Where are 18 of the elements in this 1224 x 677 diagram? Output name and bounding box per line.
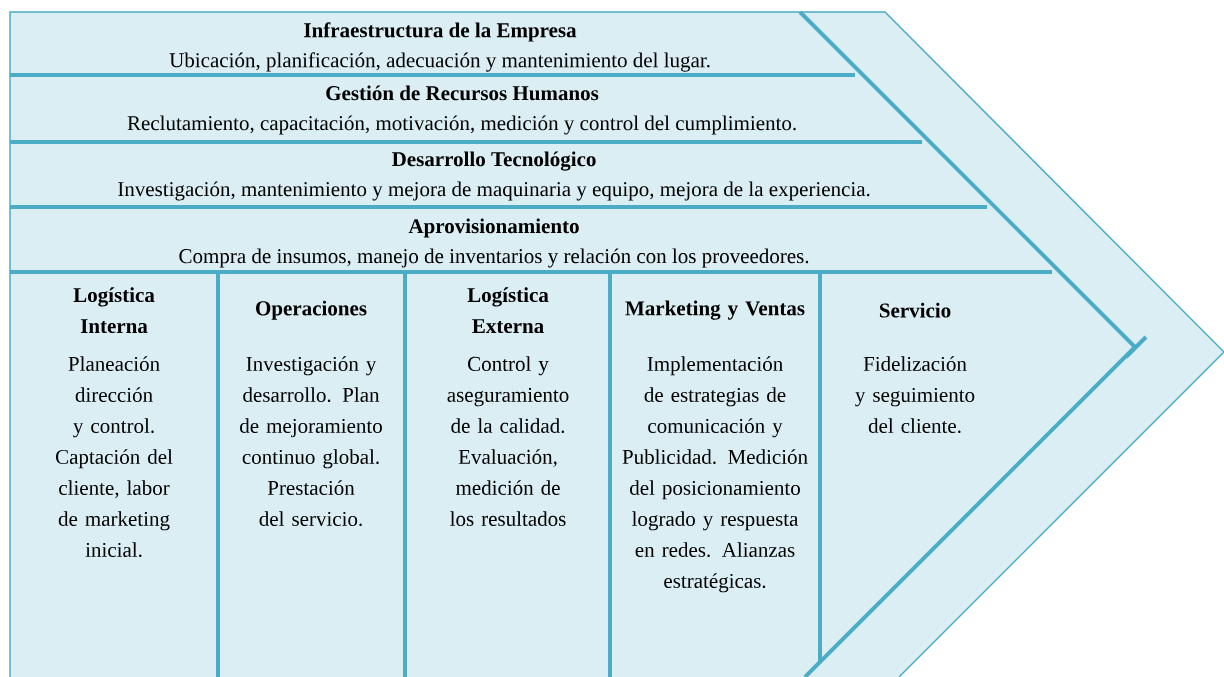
activity-description: Planeación dirección y control. Captación del cliente, labor de marketing inicial. [56, 356, 173, 558]
activity-heading: Infraestructura de la Empresa [304, 22, 577, 42]
activity-heading: Servicio [879, 302, 951, 318]
activity-description: Ubicación, planificación, adecuación y mantenimiento del lugar. [169, 52, 710, 72]
activity-heading: Logística Interna [73, 287, 155, 334]
activity-description: Investigación, mantenimiento y mejora de maquinaria y equipo, mejora de la experiencia. [118, 181, 870, 201]
activity-description: Investigación y desarrollo. Plan de mejoramiento continuo global. Prestación del servicio. [240, 356, 382, 527]
activity-heading: Gestión de Recursos Humanos [326, 85, 599, 101]
activity-description: Control y aseguramiento de la calidad. Evaluación, medición de los resultados [447, 356, 569, 526]
activity-description: Implementación de estrategias de comunicación y Publicidad. Medición del posicionamiento logrado y respuesta en redes. Alianzas estratégicas. [622, 356, 808, 593]
activity-heading: Aprovisionamiento [408, 218, 579, 238]
activity-heading: Operaciones [256, 300, 367, 320]
activity-description: Reclutamiento, capacitación, motivación, medición y control del cumplimiento. [127, 115, 796, 135]
activity-description: Fidelización y seguimiento del cliente. [855, 356, 975, 434]
activity-description: Compra de insumos, manejo de inventarios y relación con los proveedores. [179, 248, 809, 268]
activity-heading: Marketing y Ventas [625, 300, 805, 320]
activity-heading: Logística Externa [467, 287, 549, 334]
activity-heading: Desarrollo Tecnológico [392, 151, 596, 171]
